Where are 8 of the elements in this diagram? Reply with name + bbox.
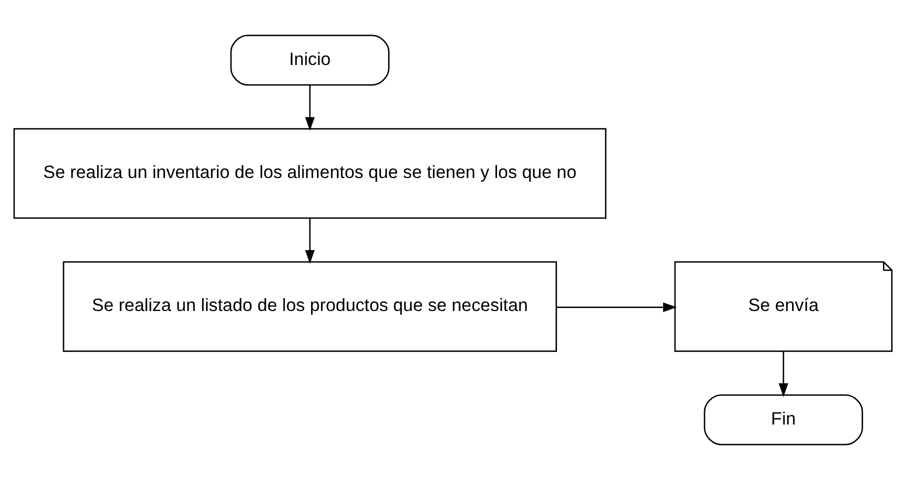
node-box: Fin — [704, 394, 864, 445]
arrow — [556, 302, 677, 312]
arrow — [778, 350, 788, 396]
node-box: Inicio — [230, 34, 390, 86]
arrow — [305, 84, 315, 130]
arrow — [305, 218, 315, 264]
node-box: Se realiza un listado de los productos que se necesitan — [62, 260, 557, 352]
node-box: Se realiza un inventario de los alimentos que se tienen y los que no — [13, 128, 606, 218]
